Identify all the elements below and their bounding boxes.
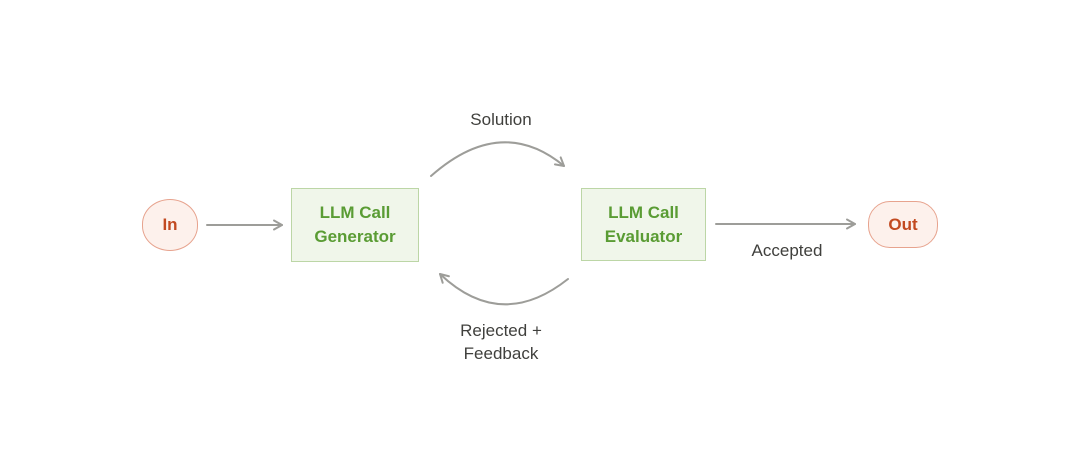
node-llm-call-evaluator-label: LLM Call Evaluator	[604, 202, 683, 246]
arrow-evaluator-to-generator	[439, 273, 569, 306]
node-out: Out	[868, 201, 938, 248]
node-llm-call-generator-label: LLM Call Generator	[314, 203, 396, 246]
node-out-label: Out	[888, 214, 918, 234]
edge-label-solution: Solution	[470, 110, 532, 129]
node-in-label: In	[162, 215, 178, 234]
edge-label-rejected-feedback: Rejected + Feedback	[460, 321, 542, 363]
edge-label-accepted: Accepted	[751, 241, 823, 260]
node-llm-call-evaluator: LLM Call Evaluator	[581, 188, 706, 261]
node-llm-call-generator: LLM Call Generator	[291, 188, 419, 262]
arrow-generator-to-evaluator	[430, 141, 565, 177]
node-in: In	[142, 199, 198, 251]
